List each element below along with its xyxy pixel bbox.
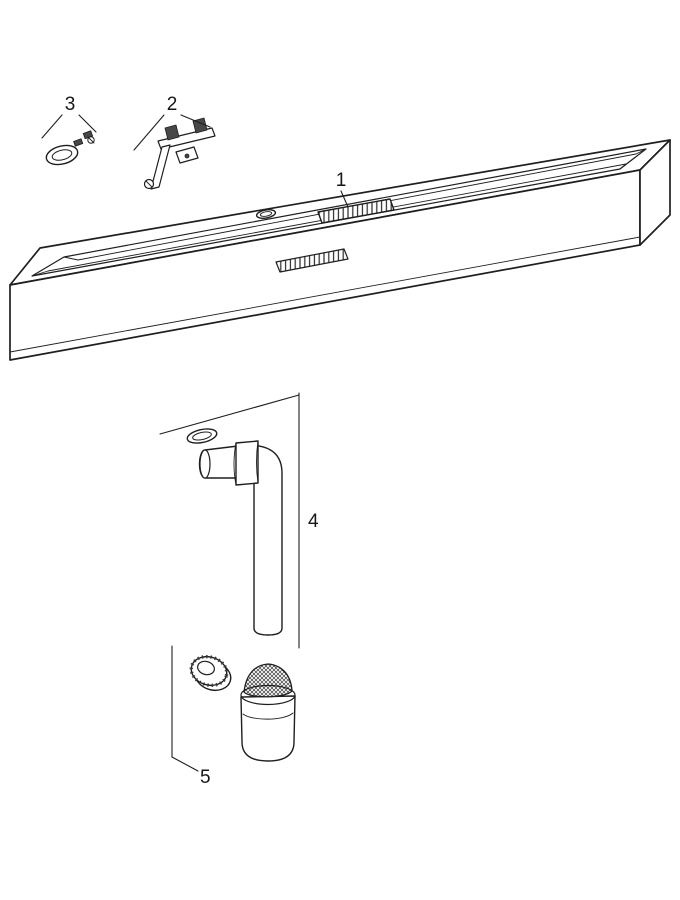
clamp-ring-hole xyxy=(51,149,73,161)
wall-bracket-part-2 xyxy=(143,117,216,190)
fixing-clamp-part-3 xyxy=(45,130,95,166)
part-label-3: 3 xyxy=(65,94,76,115)
basin-bottom-chamfer xyxy=(9,236,641,353)
part-label-5: 5 xyxy=(200,767,211,788)
part-label-4: 4 xyxy=(308,511,319,532)
seal-washer xyxy=(186,428,218,444)
leader-line-4 xyxy=(159,392,300,649)
tap-hole xyxy=(255,209,277,219)
trap-cup-rim xyxy=(240,684,296,706)
trap-cup xyxy=(240,663,296,762)
union-nut xyxy=(233,440,259,486)
clamp-tab xyxy=(73,138,84,147)
part-label-1: 1 xyxy=(336,170,347,191)
callouts: 3 2 1 4 5 xyxy=(41,94,349,788)
overflow-grille xyxy=(317,198,395,224)
leader-line-5 xyxy=(171,645,199,772)
bracket-hook-left xyxy=(164,124,180,141)
bracket-rivet xyxy=(184,153,190,159)
leader-line-2 xyxy=(133,114,211,151)
front-drain-slot xyxy=(275,248,349,273)
basin-right-face xyxy=(639,139,671,246)
strainer-dome xyxy=(243,663,293,698)
leader-line-3 xyxy=(41,114,97,139)
clamp-ring xyxy=(45,144,79,166)
trap-nut xyxy=(189,654,232,692)
leader-line-1 xyxy=(340,190,349,208)
trap-part-5 xyxy=(189,654,296,762)
clamp-screw-slot xyxy=(87,136,95,144)
part-label-2: 2 xyxy=(167,94,178,115)
washbasin-part-1 xyxy=(9,139,671,361)
trap-cup-body xyxy=(240,695,296,762)
bracket-rail xyxy=(157,127,216,150)
drain-elbow-pipe-part-4 xyxy=(186,428,283,636)
elbow-inlet-opening xyxy=(199,449,211,479)
bracket-foot-screw-slot xyxy=(145,180,153,188)
trap-cup-seam xyxy=(242,712,294,720)
bracket-arm xyxy=(150,144,171,190)
